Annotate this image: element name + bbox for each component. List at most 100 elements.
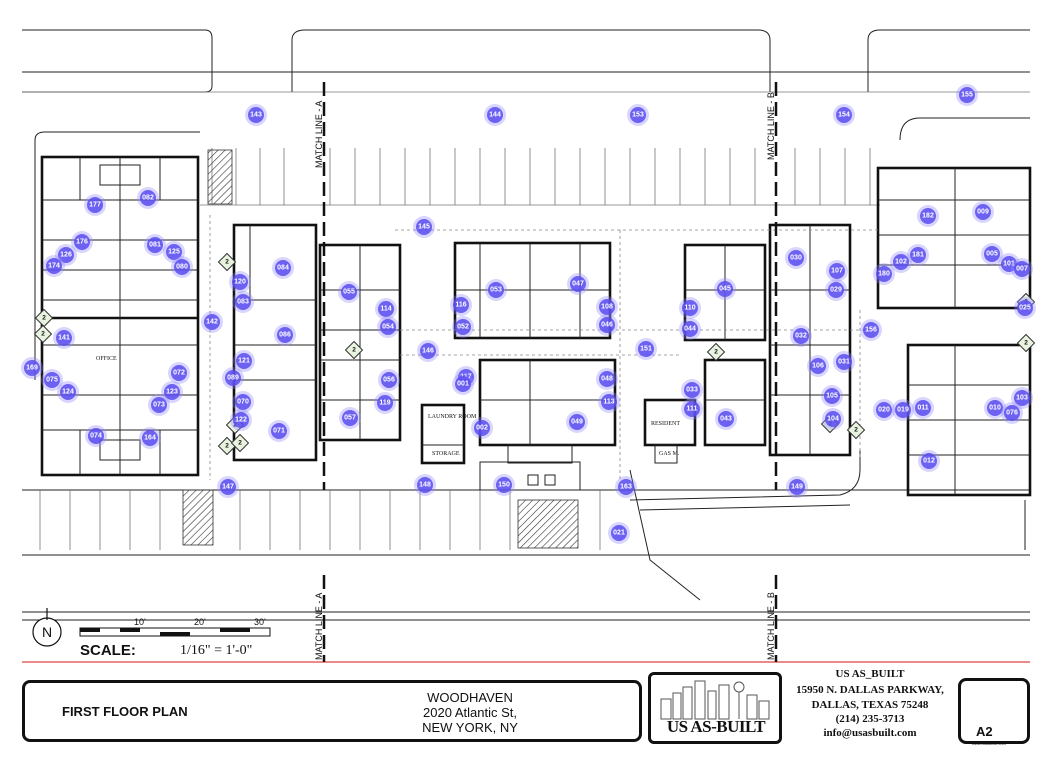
photo-marker-119[interactable]: 119 bbox=[374, 392, 396, 414]
photo-marker-144[interactable]: 144 bbox=[484, 104, 506, 126]
sheet-number-box bbox=[958, 678, 1030, 744]
photo-marker-084[interactable]: 084 bbox=[272, 257, 294, 279]
photo-marker-125[interactable]: 125 bbox=[163, 241, 185, 263]
company-email: info@usasbuilt.com bbox=[823, 727, 917, 739]
photo-marker-121[interactable]: 121 bbox=[233, 350, 255, 372]
photo-marker-074[interactable]: 074 bbox=[85, 425, 107, 447]
photo-marker-052[interactable]: 052 bbox=[452, 316, 474, 338]
photo-marker-011[interactable]: 011 bbox=[912, 397, 934, 419]
photo-marker-021[interactable]: 021 bbox=[608, 522, 630, 544]
photo-marker-005[interactable]: 005 bbox=[981, 243, 1003, 265]
match-line-b-label-bottom: MATCH LINE - B bbox=[766, 592, 776, 660]
photo-marker-148[interactable]: 148 bbox=[414, 474, 436, 496]
photo-marker-147[interactable]: 147 bbox=[217, 476, 239, 498]
photo-marker-156[interactable]: 156 bbox=[860, 319, 882, 341]
photo-marker-043[interactable]: 043 bbox=[715, 408, 737, 430]
photo-marker-104[interactable]: 104 bbox=[822, 408, 844, 430]
small-url: www.usasbuilt.com bbox=[972, 741, 1007, 746]
photo-marker-044[interactable]: 044 bbox=[679, 318, 701, 340]
photo-marker-056[interactable]: 056 bbox=[378, 369, 400, 391]
photo-marker-163[interactable]: 163 bbox=[615, 476, 637, 498]
photo-marker-075[interactable]: 075 bbox=[41, 369, 63, 391]
photo-marker-label: 164 bbox=[144, 435, 156, 442]
photo-marker-054[interactable]: 054 bbox=[377, 316, 399, 338]
photo-marker-141[interactable]: 141 bbox=[53, 327, 75, 349]
photo-marker-010[interactable]: 010 bbox=[984, 397, 1006, 419]
photo-marker-047[interactable]: 047 bbox=[567, 273, 589, 295]
photo-marker-126[interactable]: 126 bbox=[55, 244, 77, 266]
photo-marker-071[interactable]: 071 bbox=[268, 420, 290, 442]
photo-marker-150[interactable]: 150 bbox=[493, 474, 515, 496]
photo-marker-154[interactable]: 154 bbox=[833, 104, 855, 126]
photo-marker-080[interactable]: 080 bbox=[171, 256, 193, 278]
photo-marker-086[interactable]: 086 bbox=[274, 324, 296, 346]
photo-marker-105[interactable]: 105 bbox=[821, 385, 843, 407]
photo-marker-116[interactable]: 116 bbox=[450, 294, 472, 316]
photo-marker-174[interactable]: 174 bbox=[43, 255, 65, 277]
photo-marker-019[interactable]: 019 bbox=[892, 399, 914, 421]
photo-marker-070[interactable]: 070 bbox=[232, 391, 254, 413]
photo-marker-149[interactable]: 149 bbox=[786, 476, 808, 498]
scale-tick-30: 30' bbox=[254, 617, 266, 627]
photo-marker-053[interactable]: 053 bbox=[485, 279, 507, 301]
photo-marker-151[interactable]: 151 bbox=[635, 338, 657, 360]
photo-marker-046[interactable]: 046 bbox=[596, 314, 618, 336]
photo-marker-114[interactable]: 114 bbox=[375, 298, 397, 320]
photo-marker-033[interactable]: 033 bbox=[681, 379, 703, 401]
photo-marker-057[interactable]: 057 bbox=[339, 407, 361, 429]
photo-marker-002[interactable]: 002 bbox=[471, 417, 493, 439]
match-line-a-label-bottom: MATCH LINE - A bbox=[314, 593, 324, 660]
photo-marker-123[interactable]: 123 bbox=[161, 381, 183, 403]
photo-marker-076[interactable]: 076 bbox=[1001, 402, 1023, 424]
photo-marker-142[interactable]: 142 bbox=[201, 311, 223, 333]
photo-marker-045[interactable]: 045 bbox=[714, 278, 736, 300]
photo-marker-164[interactable]: 164 bbox=[139, 427, 161, 449]
photo-marker-182[interactable]: 182 bbox=[917, 205, 939, 227]
photo-marker-169[interactable]: 169 bbox=[21, 357, 43, 379]
project-address-line1: 2020 Atlantic St, bbox=[423, 705, 517, 720]
photo-marker-label: 082 bbox=[142, 195, 154, 202]
photo-marker-009[interactable]: 009 bbox=[972, 201, 994, 223]
photo-marker-048[interactable]: 048 bbox=[596, 368, 618, 390]
photo-marker-120[interactable]: 120 bbox=[229, 271, 251, 293]
photo-marker-007[interactable]: 007 bbox=[1011, 258, 1033, 280]
photo-marker-032[interactable]: 032 bbox=[790, 325, 812, 347]
photo-marker-111[interactable]: 111 bbox=[681, 398, 703, 420]
photo-marker-153[interactable]: 153 bbox=[627, 104, 649, 126]
photo-marker-012[interactable]: 012 bbox=[918, 450, 940, 472]
photo-marker-181[interactable]: 181 bbox=[907, 244, 929, 266]
photo-marker-106[interactable]: 106 bbox=[807, 355, 829, 377]
photo-marker-001[interactable]: 001 bbox=[452, 373, 474, 395]
photo-marker-102[interactable]: 102 bbox=[890, 251, 912, 273]
photo-marker-083[interactable]: 083 bbox=[232, 291, 254, 313]
photo-marker-177[interactable]: 177 bbox=[84, 194, 106, 216]
photo-marker-label: 105 bbox=[826, 393, 838, 400]
photo-marker-049[interactable]: 049 bbox=[566, 411, 588, 433]
photo-marker-label: 126 bbox=[60, 252, 72, 259]
photo-marker-143[interactable]: 143 bbox=[245, 104, 267, 126]
photo-marker-072[interactable]: 072 bbox=[168, 362, 190, 384]
photo-marker-081[interactable]: 081 bbox=[144, 234, 166, 256]
photo-marker-122[interactable]: 122 bbox=[230, 409, 252, 431]
photo-marker-020[interactable]: 020 bbox=[873, 399, 895, 421]
photo-marker-145[interactable]: 145 bbox=[413, 216, 435, 238]
photo-marker-029[interactable]: 029 bbox=[825, 279, 847, 301]
photo-marker-031[interactable]: 031 bbox=[833, 351, 855, 373]
photo-marker-155[interactable]: 155 bbox=[956, 84, 978, 106]
photo-marker-113[interactable]: 113 bbox=[598, 391, 620, 413]
photo-marker-176[interactable]: 176 bbox=[71, 231, 93, 253]
photo-marker-030[interactable]: 030 bbox=[785, 247, 807, 269]
photo-marker-146[interactable]: 146 bbox=[417, 340, 439, 362]
photo-marker-124[interactable]: 124 bbox=[57, 381, 79, 403]
photo-marker-110[interactable]: 110 bbox=[679, 297, 701, 319]
photo-marker-055[interactable]: 055 bbox=[338, 281, 360, 303]
photo-marker-103[interactable]: 103 bbox=[1011, 387, 1033, 409]
photo-marker-025[interactable]: 025 bbox=[1014, 297, 1036, 319]
photo-marker-180[interactable]: 180 bbox=[873, 263, 895, 285]
photo-marker-089[interactable]: 089 bbox=[222, 367, 244, 389]
photo-marker-082[interactable]: 082 bbox=[137, 187, 159, 209]
photo-marker-107[interactable]: 107 bbox=[826, 260, 848, 282]
photo-marker-073[interactable]: 073 bbox=[148, 394, 170, 416]
photo-marker-108[interactable]: 108 bbox=[596, 296, 618, 318]
stair-marker: 2 bbox=[34, 308, 54, 328]
